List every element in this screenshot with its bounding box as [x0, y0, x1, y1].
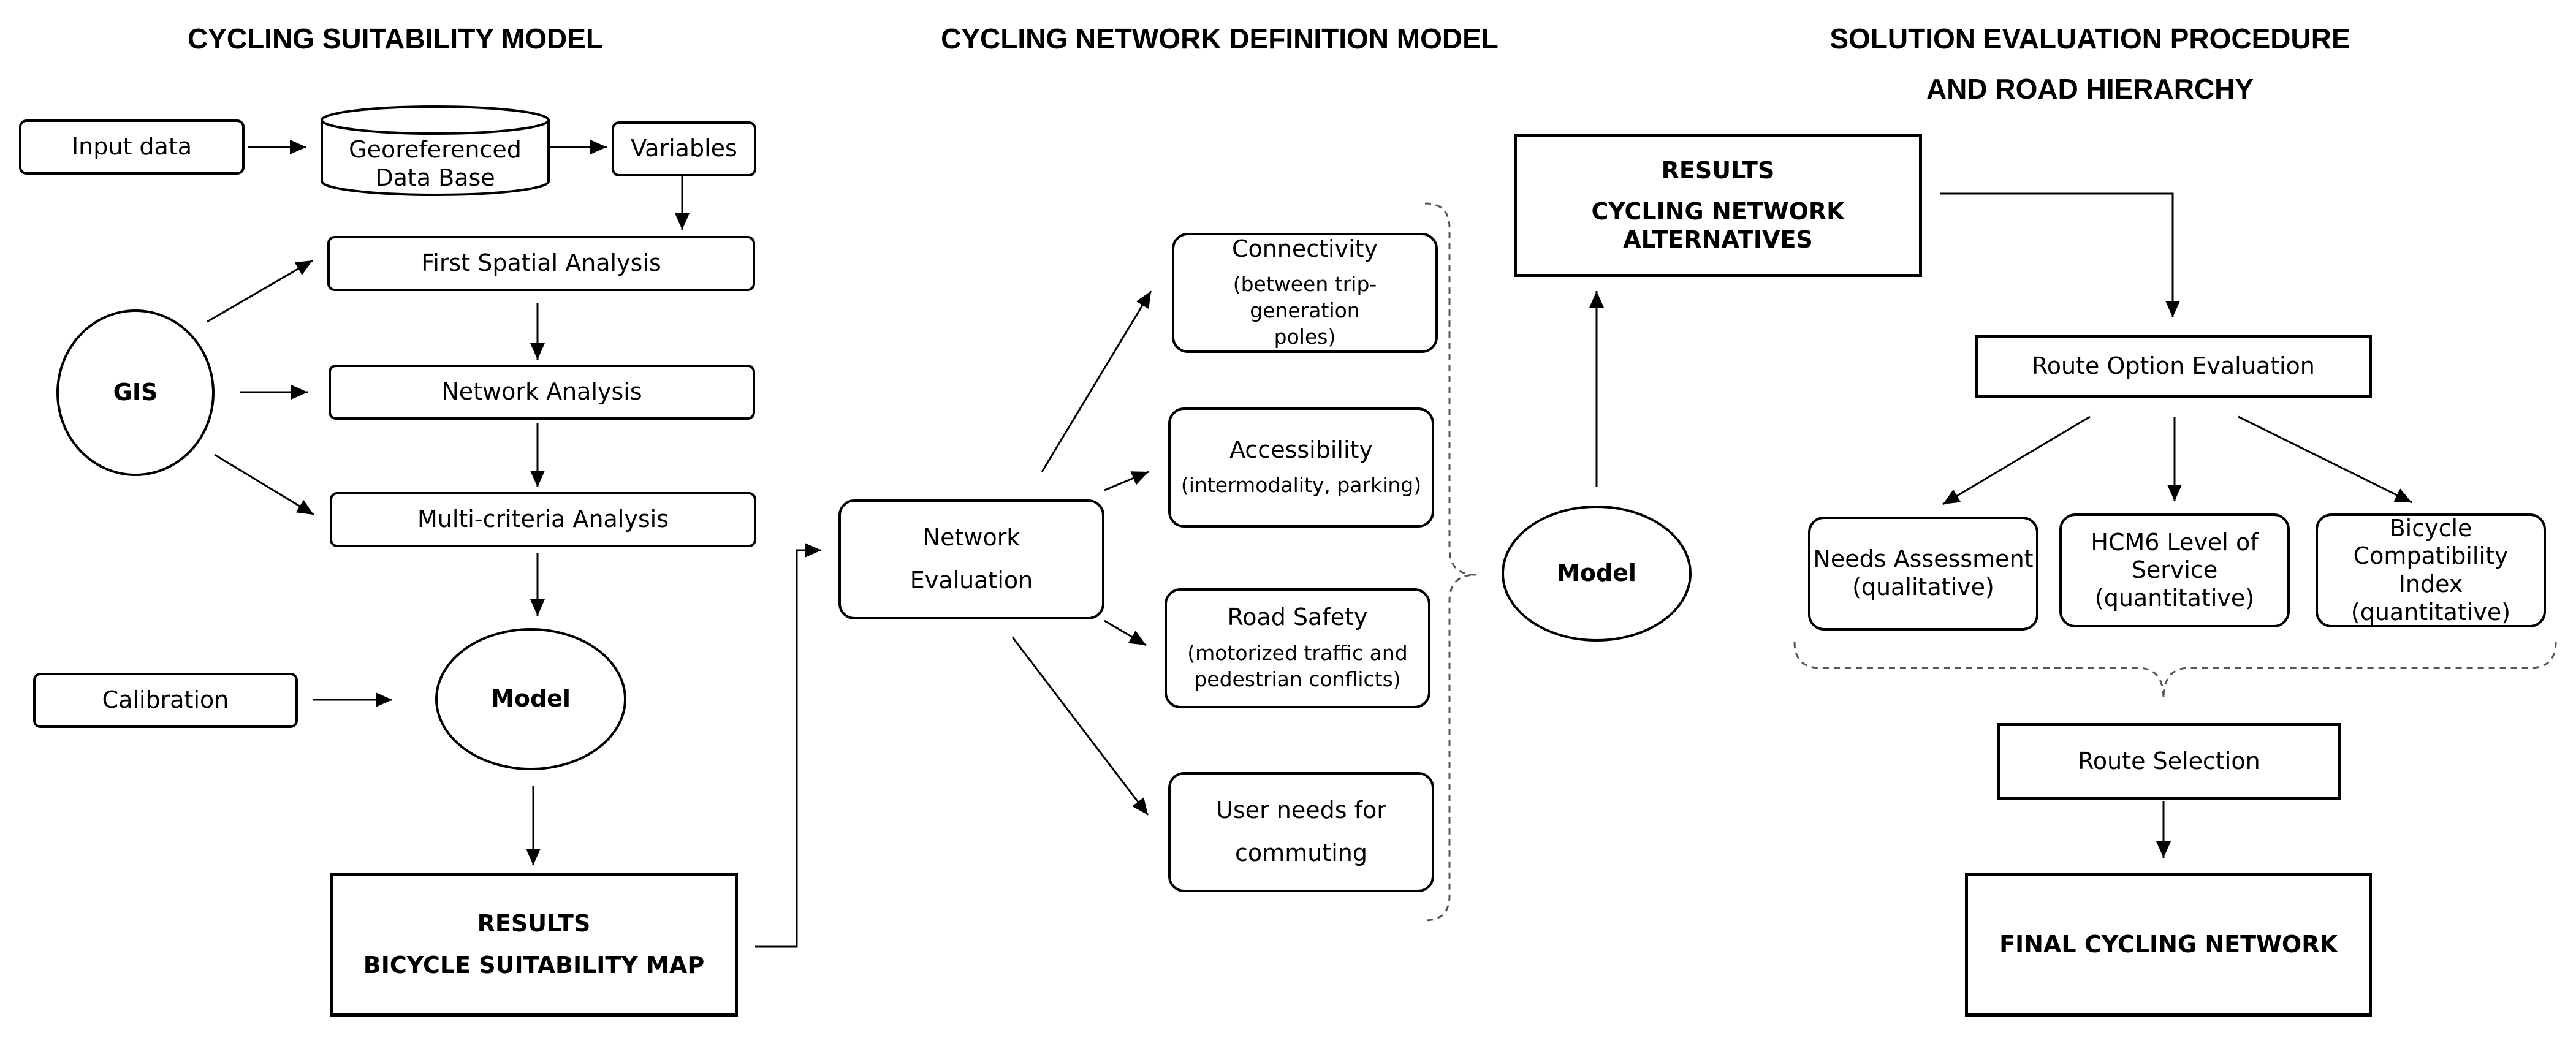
arrow-alternatives-to-route-option	[1940, 192, 2180, 317]
accessibility-box: Accessibility (intermodality, parking)	[1168, 407, 1434, 528]
variables-box: Variables	[612, 121, 756, 176]
arrow-results-to-network-eval	[755, 543, 821, 948]
suitability-model-label: Model	[491, 685, 571, 713]
needs-assessment-box: Needs Assessment (qualitative)	[1808, 517, 2038, 631]
hcm6-line3: (quantitative)	[2094, 584, 2255, 612]
bicycle-suitability-results-box: RESULTS BICYCLE SUITABILITY MAP	[330, 873, 738, 1017]
input-data-label: Input data	[71, 133, 192, 161]
first-spatial-analysis-label: First Spatial Analysis	[421, 249, 661, 277]
database-cylinder	[321, 105, 550, 196]
final-cycling-network-label: FINAL CYCLING NETWORK	[1999, 931, 2338, 958]
accessibility-label: Accessibility	[1229, 436, 1373, 463]
brace-criteria	[1424, 202, 1476, 922]
cycling-alternatives-results-box: RESULTS CYCLING NETWORK ALTERNATIVES	[1514, 134, 1922, 277]
hcm6-line1: HCM6 Level of	[2091, 528, 2259, 556]
network-evaluation-line2: Evaluation	[910, 567, 1033, 594]
database-label-line1: Georeferenced	[349, 136, 522, 163]
bicycle-compatibility-index-box: Bicycle Compatibility Index (quantitativ…	[2316, 513, 2546, 627]
bci-line2: Compatibility	[2353, 542, 2509, 570]
network-evaluation-line1: Network	[922, 524, 1020, 551]
needs-assessment-line2: (qualitative)	[1852, 574, 1994, 600]
definition-model-node: Model	[1502, 506, 1692, 642]
user-needs-line1: User needs for	[1216, 797, 1386, 824]
bci-line3: Index	[2398, 570, 2463, 597]
title-solution-evaluation-line2: AND ROAD HIERARCHY	[1926, 73, 2254, 105]
route-selection-box: Route Selection	[1997, 723, 2341, 800]
multi-criteria-analysis-label: Multi-criteria Analysis	[417, 506, 669, 533]
user-needs-line2: commuting	[1235, 839, 1367, 866]
bci-line1: Bicycle	[2389, 514, 2472, 542]
calibration-box: Calibration	[33, 673, 298, 728]
first-spatial-analysis-box: First Spatial Analysis	[327, 236, 755, 291]
connectivity-box: Connectivity (between trip-generation po…	[1172, 233, 1438, 353]
input-data-box: Input data	[19, 119, 245, 175]
arrow-gis-to-multi	[214, 453, 314, 516]
arrow-gis-to-first	[207, 259, 313, 323]
route-option-evaluation-label: Route Option Evaluation	[2032, 352, 2315, 380]
road-safety-box: Road Safety (motorized traffic and pedes…	[1165, 588, 1430, 708]
brace-evaluation-methods	[1793, 642, 2557, 699]
calibration-label: Calibration	[102, 686, 229, 714]
network-analysis-box: Network Analysis	[329, 365, 755, 420]
suitability-model-node: Model	[435, 628, 626, 770]
bci-line4: (quantitative)	[2350, 598, 2511, 626]
arrow-eval-to-safety	[1104, 619, 1147, 646]
route-option-evaluation-box: Route Option Evaluation	[1975, 335, 2372, 398]
gis-label: GIS	[113, 379, 158, 406]
variables-label: Variables	[631, 135, 737, 162]
network-evaluation-box: Network Evaluation	[838, 499, 1104, 619]
arrow-route-option-to-needs	[1942, 415, 2091, 506]
arrow-eval-to-connectivity	[1041, 290, 1152, 472]
arrow-eval-to-user-needs	[1011, 637, 1149, 816]
needs-assessment-line1: Needs Assessment	[1813, 545, 2034, 573]
route-selection-label: Route Selection	[2078, 748, 2260, 775]
user-needs-box: User needs for commuting	[1168, 772, 1434, 892]
definition-model-label: Model	[1557, 559, 1636, 587]
bicycle-results-line1: RESULTS	[477, 910, 591, 938]
network-analysis-label: Network Analysis	[441, 378, 642, 406]
hcm6-line2: Service	[2131, 556, 2218, 584]
title-solution-evaluation-line1: SOLUTION EVALUATION PROCEDURE	[1829, 23, 2350, 55]
database-label-line2: Data Base	[375, 164, 495, 191]
title-network-definition-model: CYCLING NETWORK DEFINITION MODEL	[941, 23, 1499, 55]
database-label: Georeferenced Data Base	[322, 136, 549, 192]
connectivity-label: Connectivity	[1231, 235, 1378, 262]
bicycle-results-line2: BICYCLE SUITABILITY MAP	[363, 952, 705, 979]
gis-node: GIS	[56, 309, 215, 476]
arrow-eval-to-accessibility	[1104, 471, 1149, 491]
arrow-route-option-to-bci	[2238, 415, 2412, 504]
accessibility-sublabel: (intermodality, parking)	[1180, 473, 1422, 498]
title-suitability-model: CYCLING SUITABILITY MODEL	[187, 23, 604, 55]
hcm6-los-box: HCM6 Level of Service (quantitative)	[2059, 513, 2290, 627]
connectivity-sublabel: (between trip-generation poles)	[1233, 272, 1377, 349]
road-safety-sublabel: (motorized traffic and pedestrian confli…	[1187, 640, 1408, 691]
final-cycling-network-box: FINAL CYCLING NETWORK	[1965, 873, 2372, 1017]
alternatives-results-line1: RESULTS	[1661, 156, 1775, 184]
multi-criteria-analysis-box: Multi-criteria Analysis	[330, 492, 756, 547]
alternatives-results-line2: CYCLING NETWORK ALTERNATIVES	[1591, 198, 1845, 253]
road-safety-label: Road Safety	[1227, 604, 1368, 631]
